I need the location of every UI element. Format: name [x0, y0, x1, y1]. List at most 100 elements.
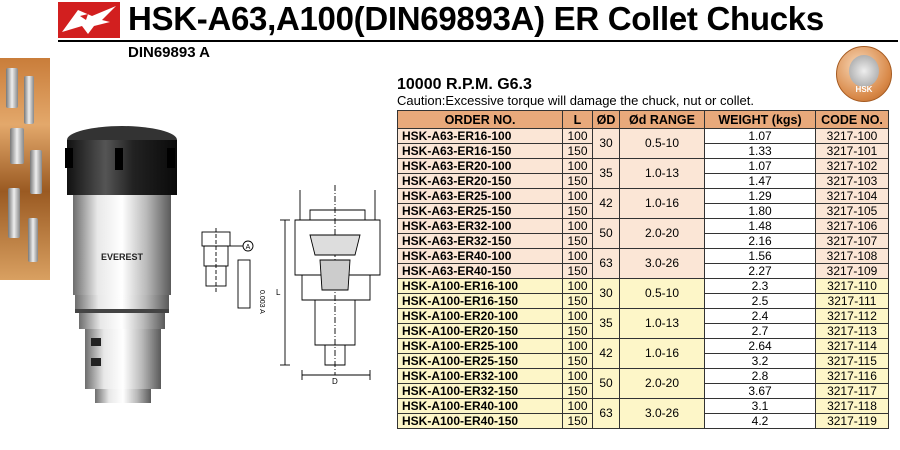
clamping-range-cell: 3.0-26: [619, 398, 705, 429]
length-cell: 100: [562, 188, 593, 204]
code-cell: 3217-106: [815, 218, 889, 234]
weight-cell: 2.7: [704, 323, 816, 339]
tools-photo: [0, 58, 50, 280]
order-cell: HSK-A100-ER25-150: [397, 353, 563, 369]
code-cell: 3217-115: [815, 353, 889, 369]
clamping-range-cell: 0.5-10: [619, 278, 705, 309]
length-cell: 150: [562, 413, 593, 429]
code-cell: 3217-114: [815, 338, 889, 354]
datum-label: A: [246, 244, 251, 251]
order-cell: HSK-A63-ER16-150: [397, 143, 563, 159]
weight-cell: 3.2: [704, 353, 816, 369]
weight-cell: 2.8: [704, 368, 816, 384]
order-cell: HSK-A63-ER32-150: [397, 233, 563, 249]
order-cell: HSK-A100-ER20-150: [397, 323, 563, 339]
length-cell: 100: [562, 158, 593, 174]
outer-diameter-cell: 30: [592, 278, 620, 309]
order-cell: HSK-A63-ER32-100: [397, 218, 563, 234]
length-cell: 100: [562, 278, 593, 294]
outer-diameter-cell: 42: [592, 188, 620, 219]
length-cell: 100: [562, 308, 593, 324]
title-divider: [58, 40, 898, 42]
code-cell: 3217-102: [815, 158, 889, 174]
outer-diameter-cell: 30: [592, 128, 620, 159]
badge-label: HSK: [855, 85, 873, 94]
code-cell: 3217-117: [815, 383, 889, 399]
caution-note: Caution:Excessive torque will damage the…: [397, 93, 754, 108]
outer-diameter-cell: 35: [592, 308, 620, 339]
order-cell: HSK-A100-ER32-100: [397, 368, 563, 384]
weight-cell: 1.07: [704, 128, 816, 144]
dimension-l-label: L: [276, 288, 281, 297]
length-cell: 150: [562, 323, 593, 339]
code-cell: 3217-108: [815, 248, 889, 264]
page-title: HSK-A63,A100(DIN69893A) ER Collet Chucks: [128, 0, 824, 37]
order-cell: HSK-A63-ER40-100: [397, 248, 563, 264]
clamping-range-cell: 1.0-16: [619, 188, 705, 219]
weight-cell: 1.48: [704, 218, 816, 234]
chuck-icon: [849, 55, 879, 87]
code-cell: 3217-111: [815, 293, 889, 309]
code-cell: 3217-112: [815, 308, 889, 324]
clamping-range-cell: 0.5-10: [619, 128, 705, 159]
length-cell: 150: [562, 143, 593, 159]
length-cell: 100: [562, 368, 593, 384]
clamping-range-cell: 3.0-26: [619, 248, 705, 279]
length-cell: 150: [562, 293, 593, 309]
weight-cell: 1.56: [704, 248, 816, 264]
order-cell: HSK-A63-ER25-100: [397, 188, 563, 204]
outer-diameter-cell: 63: [592, 248, 620, 279]
order-cell: HSK-A63-ER16-100: [397, 128, 563, 144]
outer-diameter-cell: 50: [592, 368, 620, 399]
col-od: ØD: [592, 110, 620, 129]
code-cell: 3217-118: [815, 398, 889, 414]
code-cell: 3217-107: [815, 233, 889, 249]
code-cell: 3217-105: [815, 203, 889, 219]
code-cell: 3217-100: [815, 128, 889, 144]
outer-diameter-cell: 35: [592, 158, 620, 189]
weight-cell: 2.64: [704, 338, 816, 354]
code-cell: 3217-101: [815, 143, 889, 159]
page-subtitle: DIN69893 A: [128, 44, 210, 61]
order-cell: HSK-A63-ER25-150: [397, 203, 563, 219]
length-cell: 100: [562, 218, 593, 234]
weight-cell: 3.67: [704, 383, 816, 399]
brand-logo: [58, 2, 120, 38]
outer-diameter-cell: 63: [592, 398, 620, 429]
weight-cell: 2.5: [704, 293, 816, 309]
order-cell: HSK-A63-ER20-150: [397, 173, 563, 189]
clamping-range-cell: 1.0-16: [619, 338, 705, 369]
col-code-no: CODE NO.: [815, 110, 889, 129]
code-cell: 3217-110: [815, 278, 889, 294]
clamping-range-cell: 1.0-13: [619, 308, 705, 339]
hsk-badge: HSK: [836, 46, 892, 102]
weight-cell: 2.3: [704, 278, 816, 294]
length-cell: 150: [562, 263, 593, 279]
order-cell: HSK-A63-ER40-150: [397, 263, 563, 279]
tolerance-label: 0.003 A: [258, 290, 265, 314]
length-cell: 150: [562, 353, 593, 369]
weight-cell: 3.1: [704, 398, 816, 414]
outer-diameter-cell: 42: [592, 338, 620, 369]
code-cell: 3217-109: [815, 263, 889, 279]
col-id-range: Ød RANGE: [619, 110, 705, 129]
col-l: L: [562, 110, 593, 129]
length-cell: 150: [562, 233, 593, 249]
length-cell: 100: [562, 338, 593, 354]
length-cell: 150: [562, 173, 593, 189]
weight-cell: 1.47: [704, 173, 816, 189]
order-cell: HSK-A100-ER40-150: [397, 413, 563, 429]
weight-cell: 1.80: [704, 203, 816, 219]
weight-cell: 2.27: [704, 263, 816, 279]
